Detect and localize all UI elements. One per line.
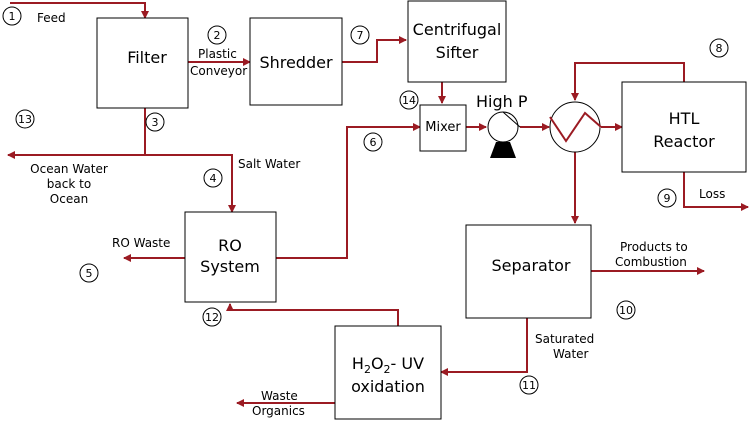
salt-water-label: Salt Water xyxy=(238,157,300,171)
high-p-label: High P xyxy=(476,92,528,111)
saturated-label-1: Saturated xyxy=(535,332,594,346)
svg-text:10: 10 xyxy=(619,304,633,317)
h2o2-box xyxy=(334,325,442,420)
stream-number-1: 1 xyxy=(2,6,22,26)
htl-label-1: HTL xyxy=(669,109,700,128)
separator-box xyxy=(465,224,592,319)
mixer-label: Mixer xyxy=(425,120,461,135)
ro-waste-label: RO Waste xyxy=(112,236,170,250)
ocean-label-2: back to xyxy=(47,177,91,191)
ro-label-2: System xyxy=(200,257,260,276)
stream-number-2: 2 xyxy=(207,25,227,45)
sifter-box xyxy=(407,0,507,83)
sifter-label-2: Sifter xyxy=(436,43,479,62)
svg-text:3: 3 xyxy=(152,116,159,129)
stream-number-9: 9 xyxy=(657,188,677,208)
svg-text:14: 14 xyxy=(402,94,416,107)
stream-number-14: 14 xyxy=(399,90,419,110)
stream-number-7: 7 xyxy=(350,25,370,45)
svg-text:11: 11 xyxy=(522,379,536,392)
saturated-label-2: Water xyxy=(553,347,589,361)
svg-text:2: 2 xyxy=(214,29,221,42)
svg-text:9: 9 xyxy=(664,192,671,205)
ocean-label-1: Ocean Water xyxy=(30,162,108,176)
waste-organics-label-2: Organics xyxy=(252,404,305,418)
h2o2-label-2: oxidation xyxy=(351,377,425,396)
stream-shredder-to-sifter xyxy=(342,36,407,63)
htl-box xyxy=(621,81,747,173)
shredder-label: Shredder xyxy=(259,53,333,72)
conveyor-label: Conveyor xyxy=(190,64,247,78)
svg-text:4: 4 xyxy=(210,172,217,185)
waste-organics-label-1: Waste xyxy=(261,389,298,403)
htl-label-2: Reactor xyxy=(653,132,715,151)
filter-box xyxy=(96,17,189,109)
stream-htl-recycle xyxy=(571,62,685,101)
stream-loss xyxy=(683,172,749,211)
ro-label-1: RO xyxy=(218,236,242,255)
svg-text:7: 7 xyxy=(357,29,364,42)
ro-box xyxy=(184,211,277,303)
stream-number-8: 8 xyxy=(709,38,729,58)
stream-number-4: 4 xyxy=(203,168,223,188)
filter-label: Filter xyxy=(127,48,167,67)
stream-number-11: 11 xyxy=(519,375,539,395)
stream-number-5: 5 xyxy=(79,263,99,283)
products-label-2: Combustion xyxy=(615,255,687,269)
heat-exchanger-icon xyxy=(549,101,602,153)
feed-label: Feed xyxy=(37,11,66,25)
loss-label: Loss xyxy=(699,187,725,201)
h2o2-label-1: H2O2- UV xyxy=(352,354,424,376)
svg-text:8: 8 xyxy=(716,42,723,55)
stream-uv-to-ro xyxy=(226,303,399,326)
products-label-1: Products to xyxy=(620,240,688,254)
stream-number-13: 13 xyxy=(15,109,35,129)
shredder-box xyxy=(249,17,343,106)
stream-number-3: 3 xyxy=(145,112,165,132)
plastic-label: Plastic xyxy=(198,47,237,61)
sifter-label-1: Centrifugal xyxy=(413,20,502,39)
svg-text:13: 13 xyxy=(18,113,32,126)
stream-number-12: 12 xyxy=(202,307,222,327)
svg-text:12: 12 xyxy=(205,311,219,324)
pump-icon xyxy=(487,111,521,158)
svg-text:6: 6 xyxy=(370,136,377,149)
stream-number-6: 6 xyxy=(363,132,383,152)
svg-text:5: 5 xyxy=(86,267,93,280)
stream-saturated-water xyxy=(440,318,528,376)
mixer-box xyxy=(419,104,467,152)
stream-feed xyxy=(10,2,149,19)
stream-salt-water xyxy=(145,154,236,213)
ocean-label-3: Ocean xyxy=(50,192,88,206)
stream-ro-to-mixer xyxy=(276,123,421,259)
separator-label: Separator xyxy=(492,256,571,275)
svg-text:1: 1 xyxy=(9,10,16,23)
stream-number-10: 10 xyxy=(616,300,636,320)
